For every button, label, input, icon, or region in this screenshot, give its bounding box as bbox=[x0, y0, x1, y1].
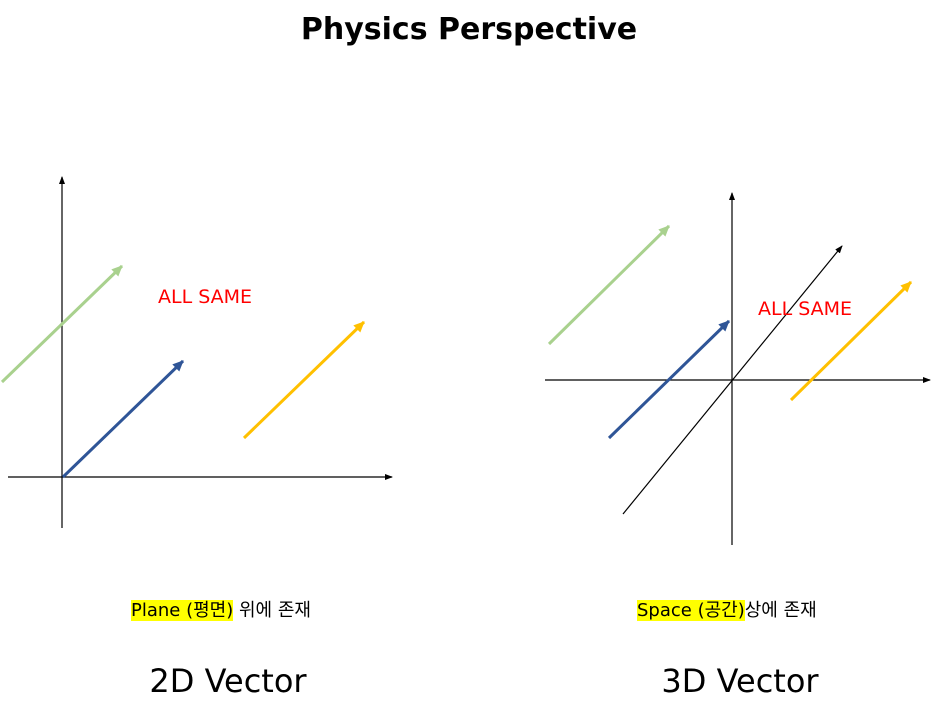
right-caption: Space (공간)상에 존재 bbox=[637, 596, 817, 622]
left-green-vector bbox=[0, 264, 124, 384]
right-blue-vector bbox=[607, 319, 731, 440]
left-all-same-label: ALL SAME bbox=[158, 286, 252, 308]
right-caption-rest: 상에 존재 bbox=[744, 600, 817, 621]
left-yellow-vector bbox=[242, 320, 366, 440]
right-all-same-label: ALL SAME bbox=[758, 298, 852, 320]
right-panel-3d: ALL SAME bbox=[545, 192, 931, 545]
left-blue-vector bbox=[61, 359, 185, 479]
left-caption: Plane (평면) 위에 존재 bbox=[131, 596, 311, 622]
right-vector-title: 3D Vector bbox=[661, 662, 819, 700]
left-panel-2d: ALL SAME bbox=[0, 176, 393, 528]
right-caption-highlight: Space (공간) bbox=[637, 600, 745, 621]
left-vector-title: 2D Vector bbox=[149, 662, 307, 700]
right-yellow-vector bbox=[789, 280, 913, 402]
left-caption-rest: 위에 존재 bbox=[233, 600, 311, 621]
right-z-axis bbox=[622, 245, 843, 515]
right-green-vector bbox=[547, 224, 671, 346]
page-title: Physics Perspective bbox=[300, 12, 638, 47]
left-caption-highlight: Plane (평면) bbox=[131, 600, 234, 621]
